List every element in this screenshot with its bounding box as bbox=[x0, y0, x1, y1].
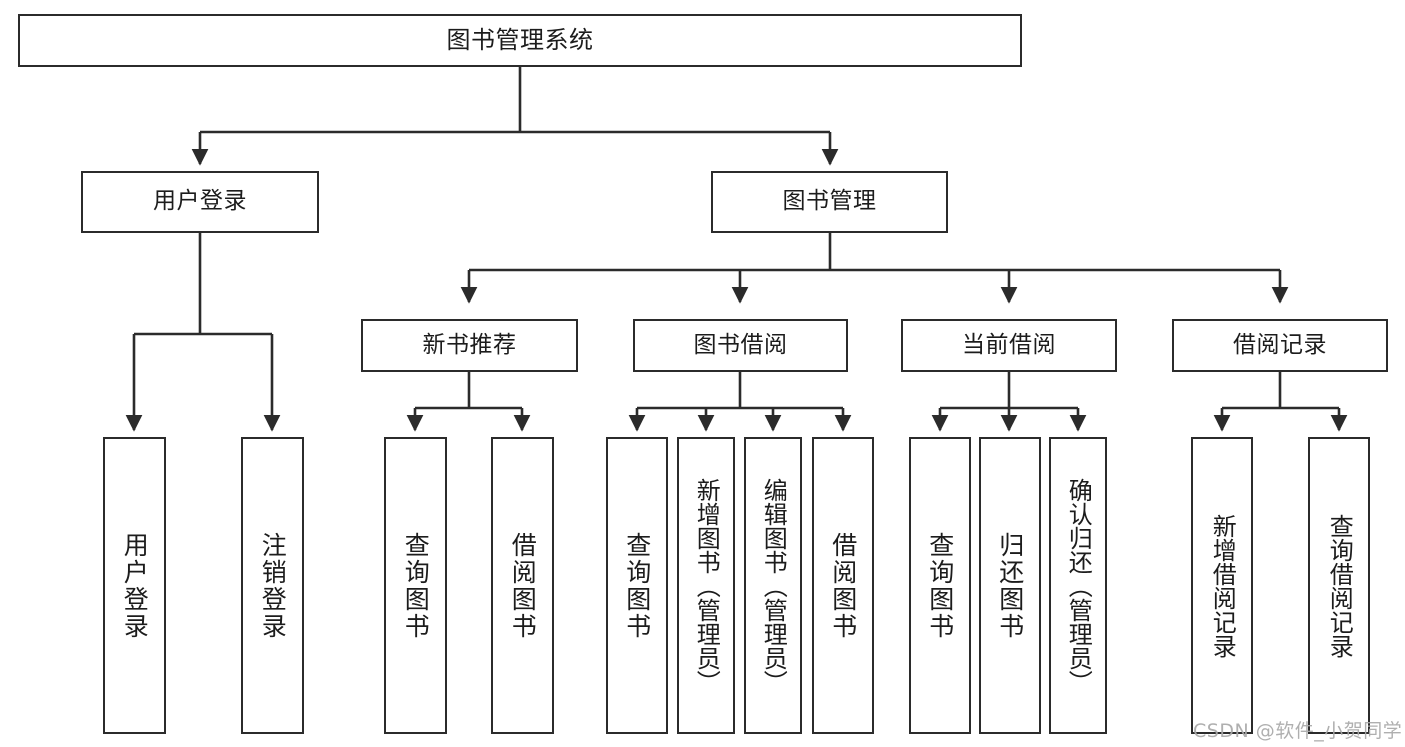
node-label: 图书管理系统 bbox=[446, 26, 594, 55]
leaf-add-book-admin[interactable]: 新增图书（管理员） bbox=[677, 437, 735, 734]
node-label: 借阅记录 bbox=[1233, 331, 1327, 358]
node-label: 借阅图书 bbox=[508, 531, 538, 640]
node-current-borrowing[interactable]: 当前借阅 bbox=[901, 319, 1117, 372]
leaf-logout[interactable]: 注销登录 bbox=[241, 437, 304, 734]
node-borrowing-record[interactable]: 借阅记录 bbox=[1172, 319, 1388, 372]
node-user-login[interactable]: 用户登录 bbox=[81, 171, 319, 233]
node-label: 查询图书 bbox=[401, 531, 431, 640]
node-book-management[interactable]: 图书管理 bbox=[711, 171, 948, 233]
node-label: 确认归还（管理员） bbox=[1064, 477, 1093, 694]
node-label: 新增借阅记录 bbox=[1208, 513, 1237, 658]
leaf-query-borrow-record[interactable]: 查询借阅记录 bbox=[1308, 437, 1370, 734]
node-label: 图书管理 bbox=[782, 188, 877, 215]
node-book-borrowing[interactable]: 图书借阅 bbox=[633, 319, 848, 372]
leaf-query-books-current[interactable]: 查询图书 bbox=[909, 437, 971, 734]
leaf-borrow-books-recommend[interactable]: 借阅图书 bbox=[491, 437, 554, 734]
node-root-book-management-system[interactable]: 图书管理系统 bbox=[18, 14, 1022, 67]
node-new-book-recommendation[interactable]: 新书推荐 bbox=[361, 319, 578, 372]
node-label: 新增图书（管理员） bbox=[692, 477, 721, 694]
leaf-query-books-borrow[interactable]: 查询图书 bbox=[606, 437, 668, 734]
node-label: 借阅图书 bbox=[828, 531, 858, 640]
leaf-user-login[interactable]: 用户登录 bbox=[103, 437, 166, 734]
node-label: 图书借阅 bbox=[693, 331, 788, 358]
node-label: 归还图书 bbox=[995, 531, 1025, 640]
leaf-edit-book-admin[interactable]: 编辑图书（管理员） bbox=[744, 437, 802, 734]
leaf-borrow-books[interactable]: 借阅图书 bbox=[812, 437, 874, 734]
node-label: 查询图书 bbox=[622, 531, 652, 640]
csdn-watermark: CSDN @软件_小贺同学 bbox=[1193, 720, 1403, 742]
leaf-confirm-return-admin[interactable]: 确认归还（管理员） bbox=[1049, 437, 1107, 734]
leaf-add-borrow-record[interactable]: 新增借阅记录 bbox=[1191, 437, 1253, 734]
node-label: 查询图书 bbox=[925, 531, 955, 640]
node-label: 当前借阅 bbox=[962, 331, 1056, 358]
node-label: 新书推荐 bbox=[422, 331, 517, 358]
node-label: 注销登录 bbox=[258, 531, 288, 640]
leaf-return-books[interactable]: 归还图书 bbox=[979, 437, 1041, 734]
node-label: 编辑图书（管理员） bbox=[759, 477, 788, 694]
node-label: 用户登录 bbox=[153, 188, 247, 215]
leaf-query-books-recommend[interactable]: 查询图书 bbox=[384, 437, 447, 734]
node-label: 查询借阅记录 bbox=[1325, 513, 1354, 658]
node-label: 用户登录 bbox=[120, 531, 150, 640]
